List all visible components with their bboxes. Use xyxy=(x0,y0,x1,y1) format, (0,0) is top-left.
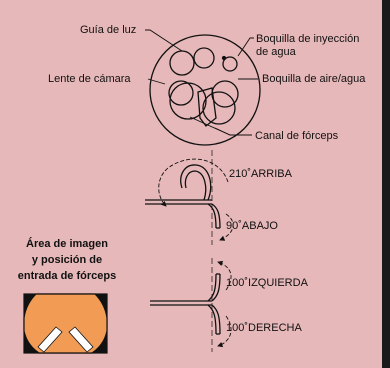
right-edge-bar xyxy=(382,0,390,368)
nozzle-shape xyxy=(197,87,217,127)
forceps-channel-outer xyxy=(202,91,236,125)
label-forceps-channel: Canal de fórceps xyxy=(255,130,339,142)
bend-left-outer xyxy=(207,273,217,302)
bend-up-outer xyxy=(180,164,212,201)
arc-down xyxy=(219,213,234,241)
label-down-angle: 90˚ABAJO xyxy=(226,220,278,232)
small-dot xyxy=(221,55,227,61)
bend-down-outer xyxy=(207,203,217,229)
updown-angulation xyxy=(145,150,234,245)
bend-right-outer xyxy=(207,304,217,335)
image-area-octagon xyxy=(23,293,108,354)
label-right-angle: 100˚DERECHA xyxy=(226,322,302,334)
label-up-angle: 210˚ARRIBA xyxy=(229,168,293,180)
light-guide-left xyxy=(169,50,195,76)
label-air-water-nozzle: Boquilla de aire/agua xyxy=(262,73,366,85)
arc-left xyxy=(217,260,232,291)
label-injection-nozzle-2: de agua xyxy=(256,46,297,58)
tip-outer-circle xyxy=(149,34,261,146)
tip-face xyxy=(149,34,261,146)
label-injection-nozzle-1: Boquilla de inyección xyxy=(256,33,359,45)
bend-down-inner xyxy=(211,203,221,229)
bend-left-inner xyxy=(211,273,221,302)
light-guide-center xyxy=(193,47,215,69)
bend-right-inner xyxy=(211,304,221,335)
label-light-guide: Guía de luz xyxy=(80,24,136,36)
bend-up-inner xyxy=(184,170,207,201)
injection-nozzle xyxy=(222,56,238,72)
leftright-angulation xyxy=(150,258,232,352)
label-camera-lens: Lente de cámara xyxy=(48,73,131,85)
camera-lens-shape xyxy=(168,80,194,106)
leader-lines xyxy=(145,29,258,136)
forceps-entry-left xyxy=(37,326,63,353)
caption-line-1: Área de imagen xyxy=(26,237,108,250)
label-left-angle: 100˚IZQUIERDA xyxy=(226,277,309,289)
image-area-icon xyxy=(23,293,108,354)
arc-right xyxy=(217,315,232,348)
camera-lens-outer xyxy=(169,82,207,120)
arc-up xyxy=(158,158,229,207)
forceps-entry-right xyxy=(68,326,94,353)
caption-line-2: y posición de xyxy=(32,254,102,266)
caption-line-3: entrada de fórceps xyxy=(18,270,116,282)
